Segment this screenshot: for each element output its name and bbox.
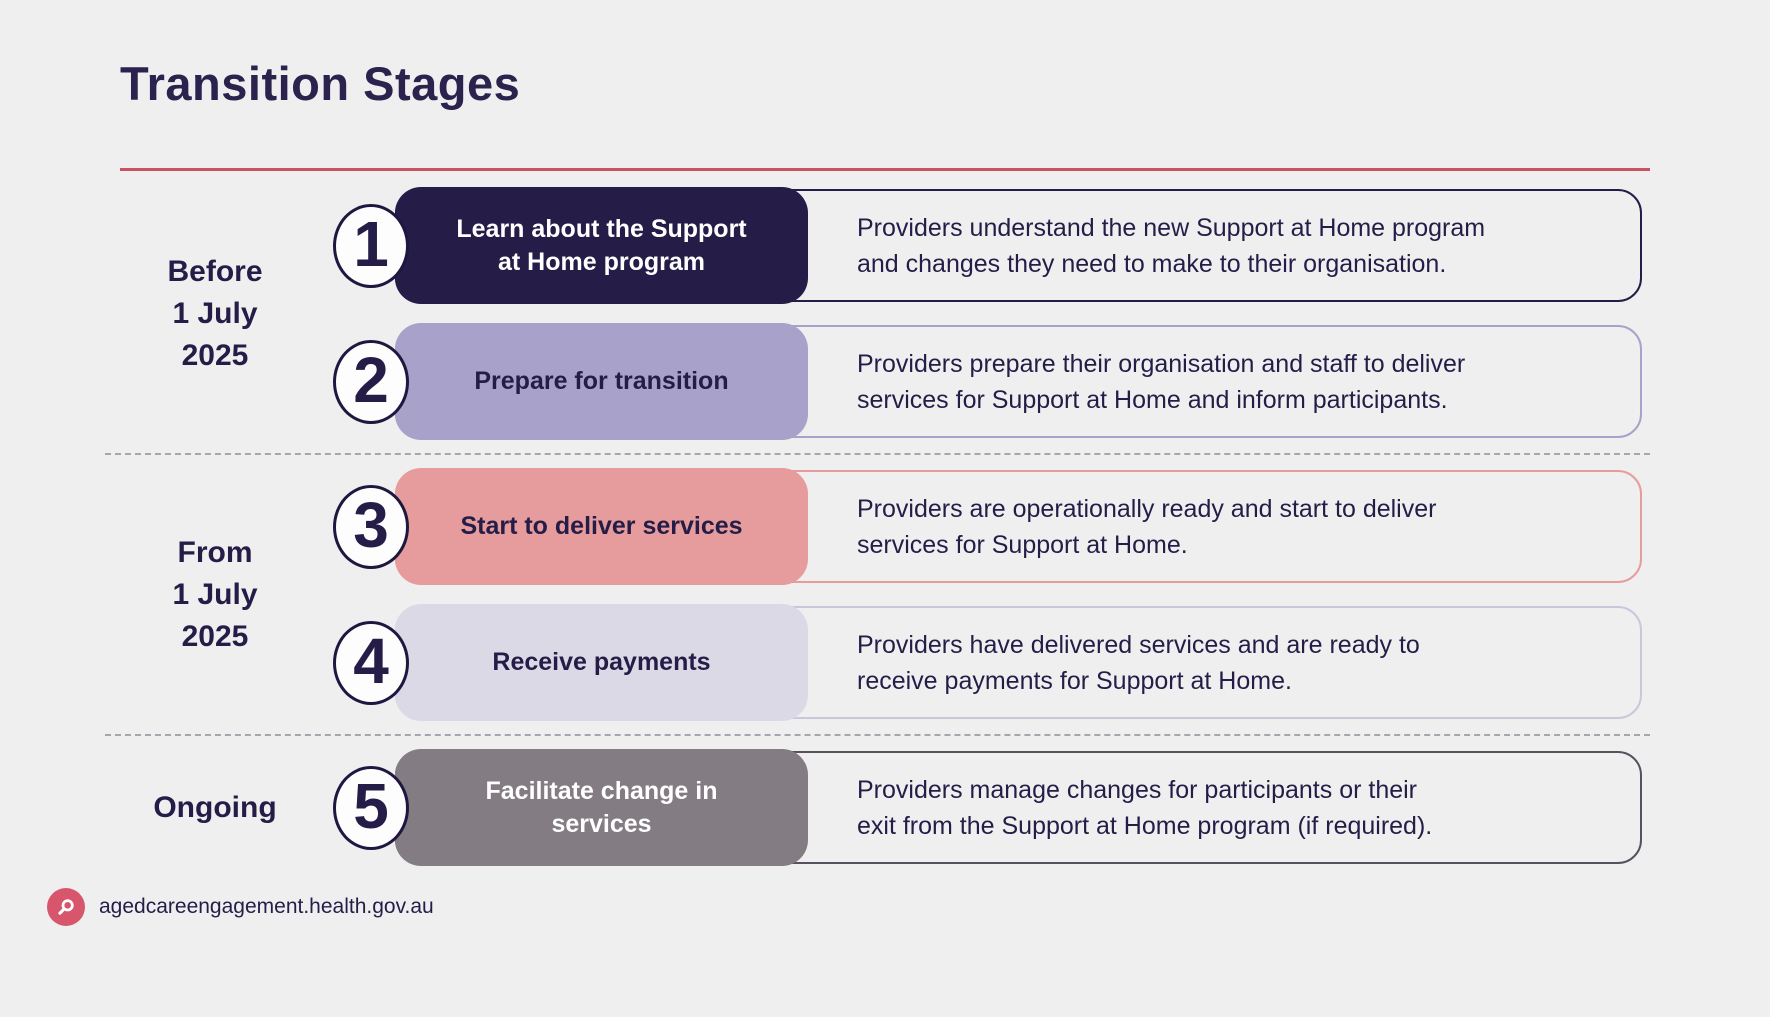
- stage-title: Start to deliver services: [460, 512, 743, 541]
- stage-group: Before 1 July 2025 Providers understand …: [105, 187, 1650, 441]
- stage-title-box: Prepare for transition: [395, 323, 808, 441]
- stage-number-badge: 3: [333, 484, 409, 569]
- stage-number-badge: 1: [333, 203, 409, 288]
- stage-group: Ongoing Providers manage changes for par…: [105, 749, 1650, 867]
- stage-row: Providers have delivered services and ar…: [325, 604, 1650, 722]
- stage-group-rows: Providers are operationally ready and st…: [325, 468, 1650, 722]
- stage-number-badge: 5: [333, 765, 409, 850]
- stage-description-box: Providers prepare their organisation and…: [395, 325, 1642, 439]
- stage-description: Providers have delivered services and ar…: [857, 630, 1420, 695]
- stage-number-badge: 4: [333, 620, 409, 705]
- page-title: Transition Stages: [120, 57, 521, 110]
- stage-title: Facilitate change in services: [485, 776, 718, 838]
- stage-number: 3: [353, 489, 389, 562]
- group-divider: [105, 453, 1650, 456]
- stage-number: 1: [353, 208, 389, 281]
- stage-number: 5: [353, 770, 389, 843]
- stage-row: Providers are operationally ready and st…: [325, 468, 1650, 586]
- footer-url: agedcareengagement.health.gov.au: [99, 895, 434, 919]
- stage-title: Learn about the Support at Home program: [456, 214, 747, 276]
- stage-description: Providers manage changes for participant…: [857, 775, 1433, 840]
- stage-list: Before 1 July 2025 Providers understand …: [105, 187, 1650, 867]
- stage-row: Providers prepare their organisation and…: [325, 323, 1650, 441]
- stage-group-rows: Providers understand the new Support at …: [325, 187, 1650, 441]
- stage-number: 4: [353, 625, 389, 698]
- stage-title-box: Receive payments: [395, 604, 808, 722]
- footer: agedcareengagement.health.gov.au: [47, 888, 1770, 927]
- stage-group: From 1 July 2025 Providers are operation…: [105, 468, 1650, 722]
- stage-title-box: Start to deliver services: [395, 468, 808, 586]
- stage-number: 2: [353, 344, 389, 417]
- stage-description: Providers understand the new Support at …: [857, 213, 1486, 278]
- stage-description: Providers prepare their organisation and…: [857, 349, 1466, 414]
- magnifier-icon: [47, 888, 85, 927]
- stage-row: Providers manage changes for participant…: [325, 749, 1650, 867]
- stage-group-rows: Providers manage changes for participant…: [325, 749, 1650, 867]
- group-divider: [105, 734, 1650, 737]
- stage-description-box: Providers are operationally ready and st…: [395, 470, 1642, 584]
- stage-description-box: Providers have delivered services and ar…: [395, 606, 1642, 720]
- stage-title-box: Facilitate change in services: [395, 749, 808, 867]
- stage-title: Receive payments: [492, 648, 711, 677]
- stage-group-label: From 1 July 2025: [172, 535, 258, 653]
- stage-description-box: Providers manage changes for participant…: [395, 751, 1642, 865]
- stage-number-badge: 2: [333, 339, 409, 424]
- stage-description-box: Providers understand the new Support at …: [395, 189, 1642, 303]
- stage-group-label: Ongoing: [153, 790, 277, 824]
- stage-group-label: Before 1 July 2025: [167, 254, 263, 372]
- stage-title: Prepare for transition: [474, 367, 729, 396]
- stage-row: Providers understand the new Support at …: [325, 187, 1650, 305]
- stage-title-box: Learn about the Support at Home program: [395, 187, 808, 305]
- title-rule: [120, 168, 1650, 172]
- stage-description: Providers are operationally ready and st…: [857, 494, 1437, 559]
